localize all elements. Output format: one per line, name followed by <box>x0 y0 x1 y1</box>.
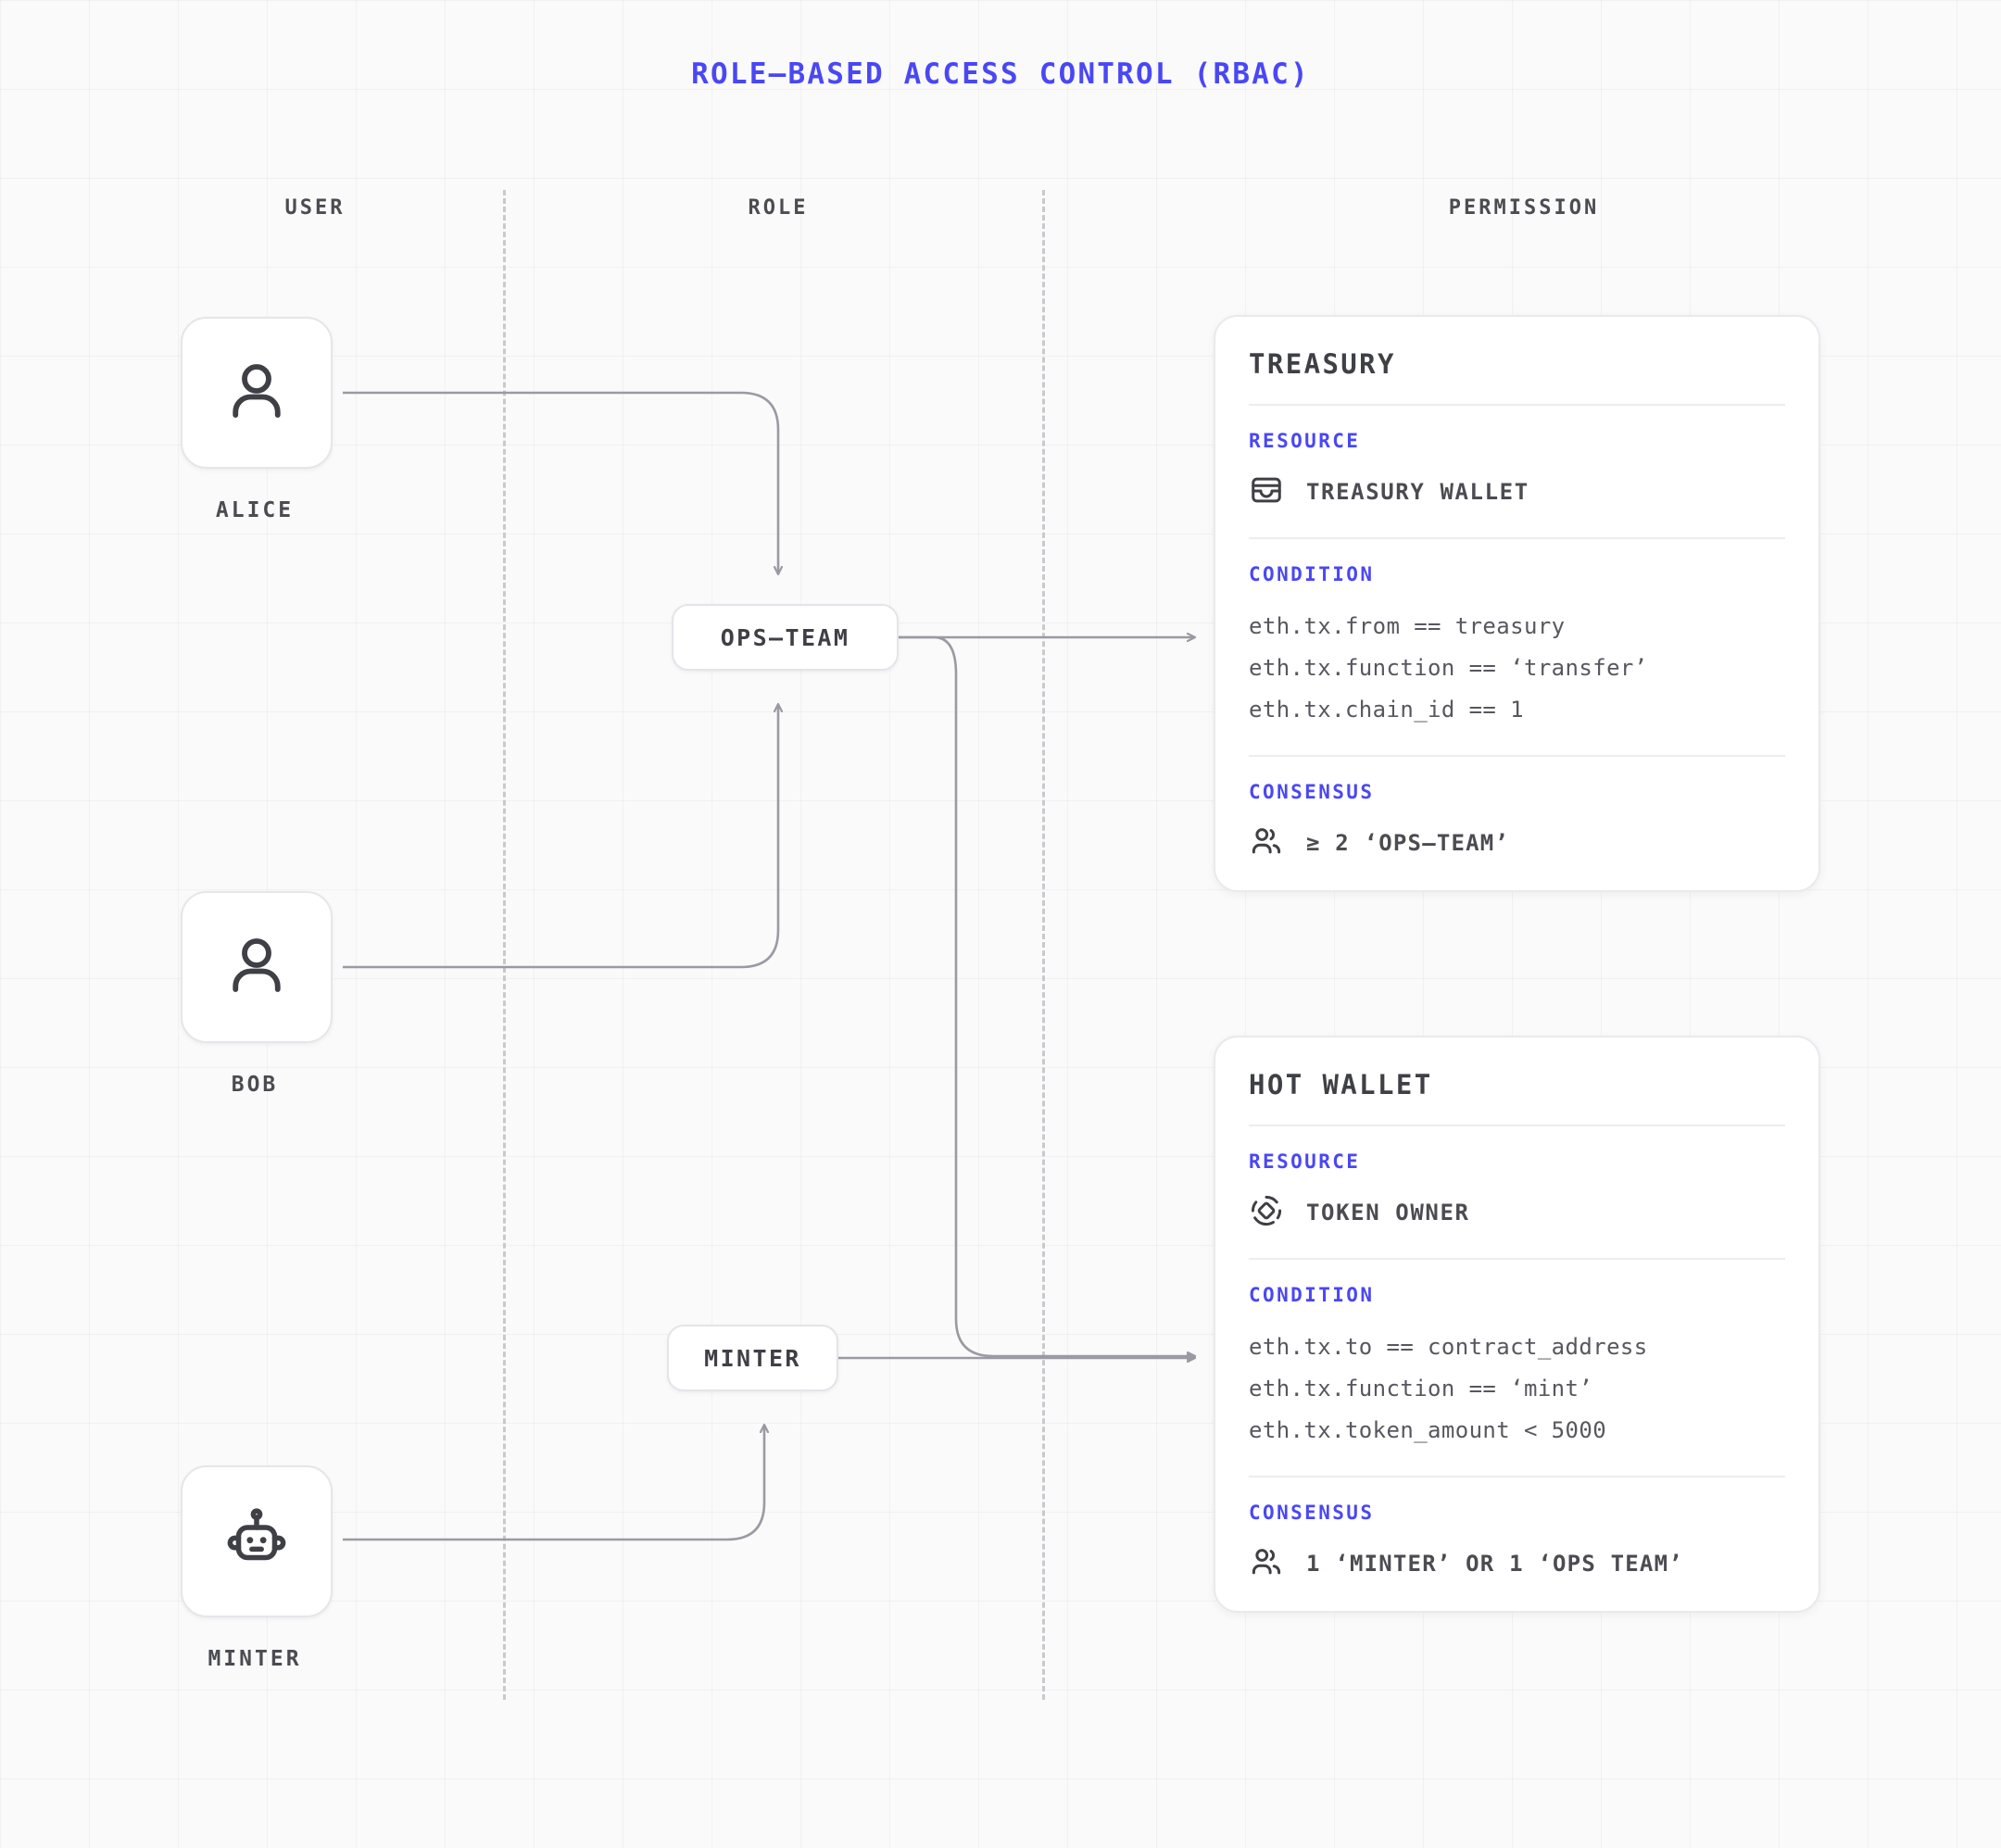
person-icon <box>220 355 293 431</box>
avatar-alice[interactable] <box>181 317 333 469</box>
divider-rule <box>1249 755 1785 757</box>
role-pill-ops-team[interactable]: OPS—TEAM <box>672 604 899 671</box>
permission-card-hot-wallet[interactable]: HOT WALLET RESOURCE TOKEN OWNER CONDITIO… <box>1214 1036 1820 1613</box>
column-header-user: USER <box>284 196 346 220</box>
edge-alice-to-ops-team <box>343 391 778 574</box>
column-divider-role-permission <box>1042 190 1045 1700</box>
column-header-permission: PERMISSION <box>1448 196 1600 220</box>
section-label-condition: CONDITION <box>1249 1284 1375 1306</box>
consensus-value: 1 ‘MINTER’ OR 1 ‘OPS TEAM’ <box>1306 1551 1683 1577</box>
section-label-consensus: CONSENSUS <box>1249 1502 1375 1524</box>
robot-icon <box>220 1503 293 1579</box>
condition-list: eth.tx.from == treasury eth.tx.function … <box>1249 606 1785 731</box>
avatar-label-bob: BOB <box>231 1073 279 1097</box>
wallet-icon <box>1249 472 1284 511</box>
card-title: HOT WALLET <box>1249 1069 1433 1100</box>
resource-value: TOKEN OWNER <box>1306 1200 1470 1226</box>
avatar-label-alice: ALICE <box>215 498 295 522</box>
avatar-label-minter: MINTER <box>208 1647 302 1671</box>
person-icon <box>220 929 293 1005</box>
divider-rule <box>1249 1258 1785 1260</box>
consensus-value: ≥ 2 ‘OPS—TEAM’ <box>1306 830 1510 856</box>
condition-line: eth.tx.chain_id == 1 <box>1249 697 1524 723</box>
section-label-resource: RESOURCE <box>1249 1150 1361 1173</box>
section-label-consensus: CONSENSUS <box>1249 781 1375 803</box>
users-icon <box>1249 823 1284 862</box>
consensus-row: 1 ‘MINTER’ OR 1 ‘OPS TEAM’ <box>1249 1544 1785 1583</box>
section-label-resource: RESOURCE <box>1249 430 1361 452</box>
card-title: TREASURY <box>1249 348 1396 380</box>
edge-minter-to-minter-role <box>343 1425 764 1541</box>
condition-list: eth.tx.to == contract_address eth.tx.fun… <box>1249 1326 1785 1452</box>
column-divider-user-role <box>503 190 506 1700</box>
role-pill-minter[interactable]: MINTER <box>667 1325 838 1391</box>
edge-ops-team-to-hot-wallet <box>899 635 1195 1356</box>
divider-rule <box>1249 1125 1785 1126</box>
condition-line: eth.tx.function == ‘transfer’ <box>1249 655 1648 681</box>
page-title: ROLE—BASED ACCESS CONTROL (RBAC) <box>691 57 1310 91</box>
column-header-role: ROLE <box>748 196 809 220</box>
condition-line: eth.tx.to == contract_address <box>1249 1334 1648 1360</box>
condition-line: eth.tx.from == treasury <box>1249 613 1566 639</box>
resource-value: TREASURY WALLET <box>1306 479 1529 505</box>
condition-line: eth.tx.function == ‘mint’ <box>1249 1376 1593 1402</box>
section-label-condition: CONDITION <box>1249 563 1375 585</box>
permission-card-treasury[interactable]: TREASURY RESOURCE TREASURY WALLET CONDIT… <box>1214 315 1820 892</box>
condition-line: eth.tx.token_amount < 5000 <box>1249 1417 1607 1443</box>
resource-row: TOKEN OWNER <box>1249 1193 1785 1232</box>
divider-rule <box>1249 404 1785 406</box>
consensus-row: ≥ 2 ‘OPS—TEAM’ <box>1249 823 1785 862</box>
divider-rule <box>1249 537 1785 539</box>
resource-row: TREASURY WALLET <box>1249 472 1785 511</box>
divider-rule <box>1249 1476 1785 1477</box>
avatar-minter[interactable] <box>181 1465 333 1617</box>
edge-bob-to-ops-team <box>343 704 778 969</box>
users-icon <box>1249 1544 1284 1583</box>
token-icon <box>1249 1193 1284 1232</box>
avatar-bob[interactable] <box>181 891 333 1043</box>
